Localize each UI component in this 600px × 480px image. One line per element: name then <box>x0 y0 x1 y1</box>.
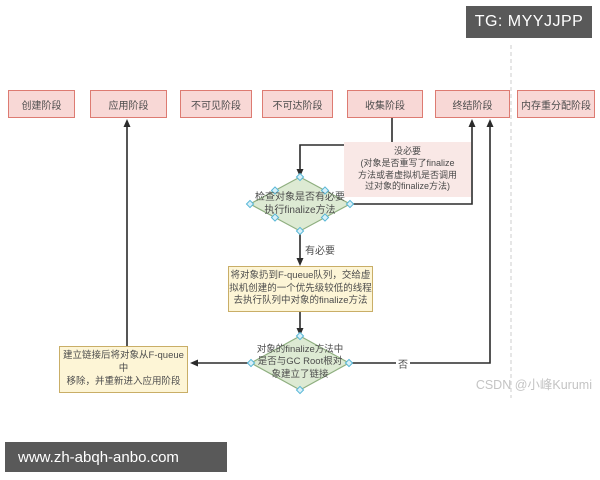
bottom-url-text: www.zh-abqh-anbo.com <box>18 448 179 466</box>
phase-box-realloc: 内存重分配阶段 <box>517 90 595 118</box>
decision2-no-label: 否 <box>396 356 410 371</box>
tg-badge: TG: MYYJJPP <box>466 6 592 38</box>
csdn-watermark: CSDN @小峰Kurumi <box>475 378 592 392</box>
tg-badge-text: TG: MYYJJPP <box>474 13 584 30</box>
process1-box: 将对象扔到F-queue队列，交给虚 拟机创建的一个优先级较低的线程 去执行队列… <box>228 266 373 312</box>
arrowhead-into-process1 <box>296 258 304 266</box>
arrowhead-into-process2 <box>190 359 198 367</box>
arrowhead-into-finalize-left <box>468 119 476 127</box>
phase-label: 终结阶段 <box>452 100 493 112</box>
phase-label: 应用阶段 <box>108 100 149 112</box>
decision1-yes-label: 有必要 <box>305 246 335 257</box>
phase-label: 收集阶段 <box>365 100 405 112</box>
phase-box-invisible: 不可见阶段 <box>180 90 252 118</box>
phase-label: 内存重分配阶段 <box>521 100 591 112</box>
decision1-no-note: 没必要 (对象是否重写了finalize 方法或者虚拟机是否调用 过对象的fin… <box>344 142 471 197</box>
phase-label: 不可达阶段 <box>272 100 323 112</box>
phase-label: 不可见阶段 <box>191 100 241 112</box>
process2-box: 建立链接后将对象从F-queue中 移除，并重新进入应用阶段 <box>59 346 188 393</box>
phase-box-apply: 应用阶段 <box>90 90 167 118</box>
bottom-url-bar: www.zh-abqh-anbo.com <box>5 442 227 472</box>
decision1-text: 检查对象是否有必要 执行finalize方法 <box>255 192 345 216</box>
arrowhead-into-finalize-right <box>486 119 494 127</box>
decision1-selection-handles <box>245 172 355 236</box>
phase-box-unreachable: 不可达阶段 <box>262 90 333 118</box>
decision2-selection-handles <box>246 331 354 395</box>
phase-box-create: 创建阶段 <box>8 90 75 118</box>
phase-box-finalize: 终结阶段 <box>435 90 510 118</box>
phase-box-collect: 收集阶段 <box>347 90 423 118</box>
arrowhead-into-apply <box>123 119 131 127</box>
connector-decision1-no-to-finalize <box>350 127 473 205</box>
phase-label: 创建阶段 <box>21 100 62 112</box>
decision2-text: 对象的finalize方法中 是否与GC Root根对 象建立了链接 <box>256 344 344 380</box>
